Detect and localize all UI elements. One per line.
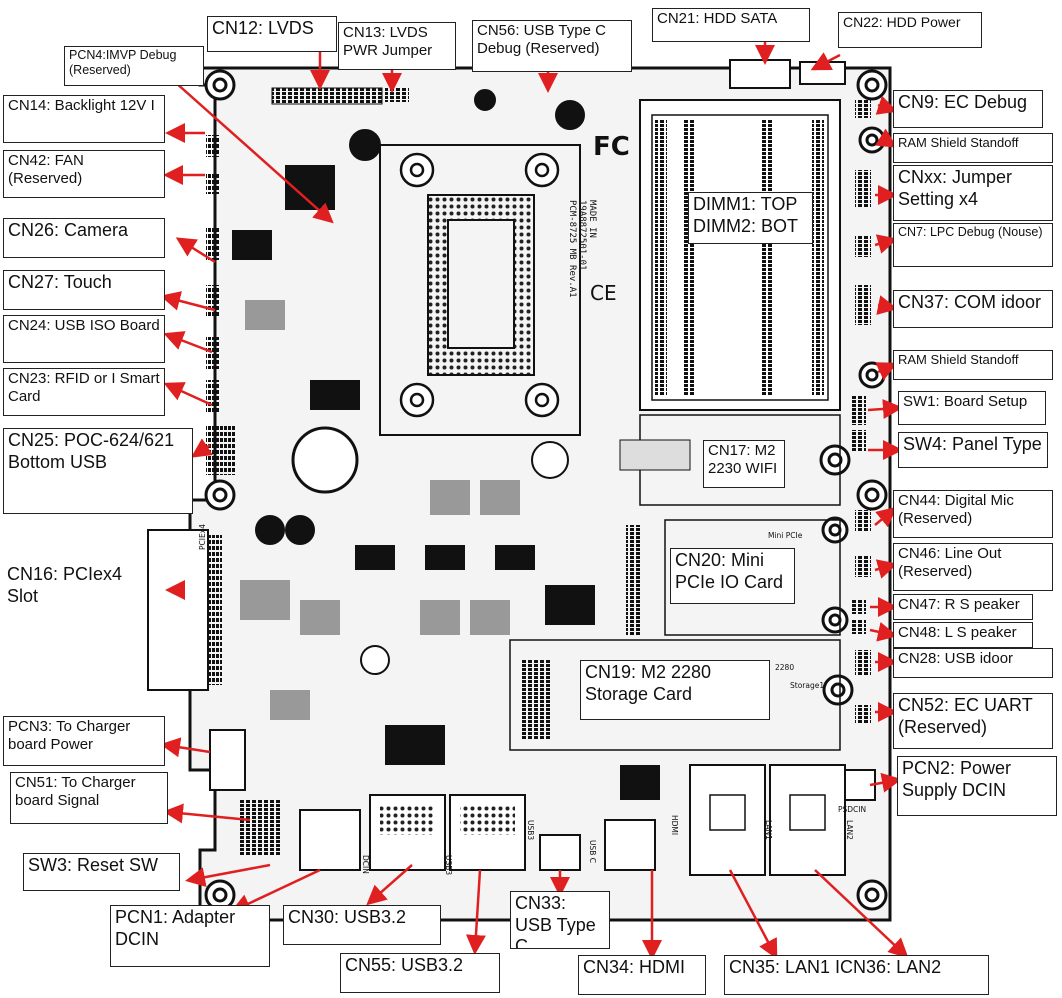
label-dimm: DIMM1: TOP DIMM2: BOT	[688, 192, 813, 244]
cn33-port	[539, 834, 581, 871]
label-cn52: CN52: EC UART (Reserved)	[893, 693, 1053, 749]
silk-2280: 2280	[775, 663, 794, 672]
silk-minipcie: Mini PCIe	[768, 531, 803, 540]
silk-psdcin: PSDCIN	[838, 805, 866, 814]
silk-lan2: LAN2	[845, 820, 854, 840]
label-cn12: CN12: LVDS	[207, 16, 337, 52]
label-cn48: CN48: L S peaker	[893, 622, 1033, 648]
label-cn35-cn36: CN35: LAN1 ICN36: LAN2	[724, 955, 989, 995]
label-sw4: SW4: Panel Type	[898, 432, 1048, 468]
label-cn14: CN14: Backlight 12V I	[3, 95, 165, 143]
label-cn22: CN22: HDD Power	[838, 12, 982, 48]
label-cn56: CN56: USB Type C Debug (Reserved)	[472, 20, 632, 72]
board-made-in: MADE IN	[587, 200, 597, 238]
silk-pcie: PCIEx4	[198, 524, 207, 550]
label-cn30: CN30: USB3.2	[283, 905, 441, 945]
label-cn46: CN46: Line Out (Reserved)	[893, 543, 1053, 591]
cpu-frame	[379, 144, 581, 436]
label-cn17: CN17: M2 2230 WIFI	[703, 440, 785, 488]
board-part: 19A8872501-01	[577, 200, 587, 270]
cn34-port	[604, 819, 656, 871]
label-cn7: CN7: LPC Debug (Nouse)	[893, 223, 1053, 267]
label-cn42: CN42: FAN (Reserved)	[3, 150, 165, 198]
label-cn37: CN37: COM idoor	[893, 290, 1053, 328]
battery	[291, 426, 359, 494]
label-pcn3: PCN3: To Charger board Power	[3, 716, 165, 766]
label-cn27: CN27: Touch	[3, 270, 165, 310]
label-cnxx: CNxx: Jumper Setting x4	[893, 165, 1053, 221]
label-pcn1: PCN1: Adapter DCIN	[110, 905, 270, 967]
label-ram-standoff-top: RAM Shield Standoff	[893, 133, 1053, 163]
label-cn33: CN33: USB Type C	[510, 891, 610, 949]
label-cn25: CN25: POC-624/621 Bottom USB	[3, 428, 193, 514]
label-cn51: CN51: To Charger board Signal	[10, 772, 168, 824]
label-cn28: CN28: USB idoor	[893, 648, 1053, 678]
label-cn55: CN55: USB3.2	[340, 953, 500, 993]
silk-dcin: DCIN	[361, 855, 370, 874]
label-cn9: CN9: EC Debug	[893, 90, 1043, 128]
label-cn26: CN26: Camera	[3, 218, 165, 258]
cn36-port	[769, 764, 846, 876]
label-cn19: CN19: M2 2280 Storage Card	[580, 660, 770, 720]
label-cn20: CN20: Mini PCIe IO Card	[670, 548, 795, 604]
fc-mark: FC	[593, 132, 630, 162]
label-cn21: CN21: HDD SATA	[652, 8, 810, 42]
label-cn47: CN47: R S peaker	[893, 594, 1033, 620]
label-pcn4: PCN4:IMVP Debug (Reserved)	[64, 46, 204, 86]
pcie-slot	[147, 529, 209, 691]
label-cn24: CN24: USB ISO Board	[3, 315, 165, 363]
ce-mark: CE	[590, 281, 617, 305]
label-cn16: CN16: PCIex4 Slot	[7, 564, 123, 606]
dimm-area	[639, 99, 841, 411]
label-sw3: SW3: Reset SW	[23, 853, 180, 891]
label-ram-standoff-bottom: RAM Shield Standoff	[893, 350, 1053, 380]
silk-storage: Storage1	[790, 681, 824, 690]
silk-hdmi: HDMI	[670, 815, 679, 835]
label-cn44: CN44: Digital Mic (Reserved)	[893, 490, 1053, 538]
silk-usbc: USB C	[588, 840, 597, 863]
board-model: PCM-8725 MB Rev.A1	[567, 200, 577, 298]
label-pcn2: PCN2: Power Supply DCIN	[897, 756, 1057, 816]
silk-usb3a: USB3	[444, 855, 453, 875]
label-cn13: CN13: LVDS PWR Jumper	[338, 22, 456, 70]
silk-usb3b: USB3	[526, 820, 535, 840]
pcn1-jack	[299, 809, 361, 871]
label-cn34: CN34: HDMI	[578, 955, 706, 995]
silk-lan1: LAN1	[764, 820, 773, 840]
label-sw1: SW1: Board Setup	[898, 391, 1046, 425]
label-cn23: CN23: RFID or I Smart Card	[3, 368, 165, 416]
